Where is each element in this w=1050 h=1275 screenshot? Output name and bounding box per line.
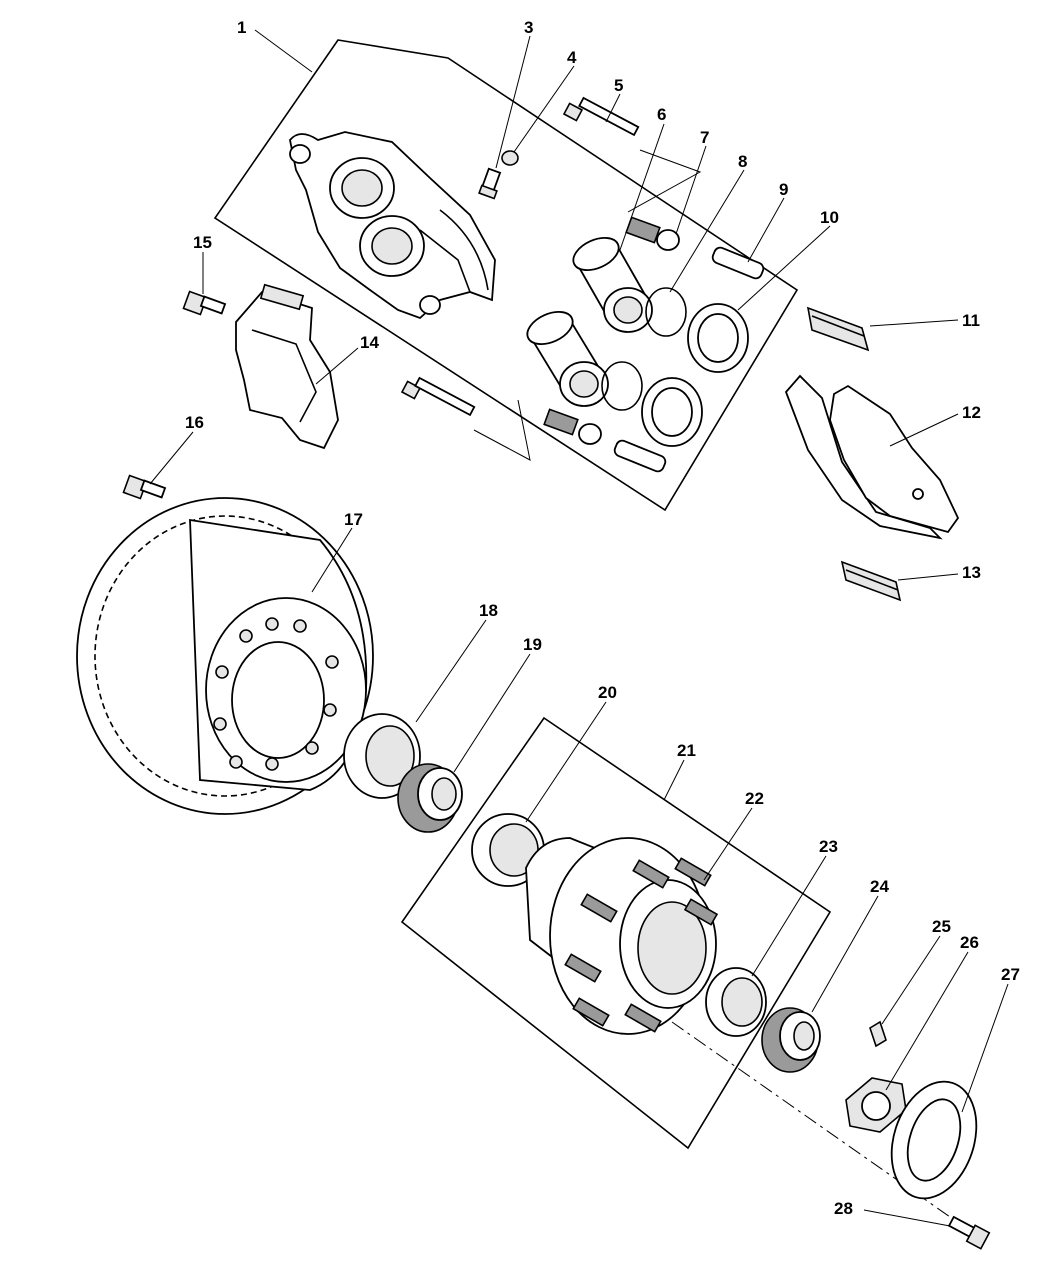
callout-leaders (149, 29, 1009, 1227)
callout-3: 3 (524, 18, 533, 37)
piston-boot-lower (641, 377, 703, 447)
callout-14: 14 (360, 333, 379, 352)
callout-28: 28 (834, 1199, 853, 1218)
callout-16: 16 (185, 413, 204, 432)
hub-grease-seal (343, 713, 421, 799)
callout-12: 12 (962, 403, 981, 422)
piston-upper (572, 237, 653, 333)
spindle-washer-key (869, 1020, 887, 1048)
callout-11: 11 (962, 311, 980, 330)
callout-22: 22 (745, 789, 764, 808)
rotor-bolt (122, 474, 167, 500)
piston-seal-lower (601, 361, 643, 411)
guide-pin-bolt-upper (562, 96, 640, 137)
spindle-nut (845, 1077, 907, 1133)
callout-26: 26 (960, 933, 979, 952)
caliper-anchor-bracket (235, 283, 339, 450)
piston-seal-upper (645, 287, 687, 337)
hub-kit-boundary (400, 716, 832, 1150)
wheel-hub (525, 837, 719, 1035)
callout-5: 5 (614, 76, 623, 95)
outer-bearing-race (705, 967, 767, 1037)
callout-25: 25 (932, 917, 951, 936)
bleeder-cap (501, 150, 519, 166)
guide-pin-sleeve-upper (711, 246, 765, 280)
callout-20: 20 (598, 683, 617, 702)
outer-bearing-cone (761, 1007, 821, 1073)
anti-rattle-clip-upper (806, 306, 870, 352)
piston-boot-upper (687, 303, 749, 373)
callout-18: 18 (479, 601, 498, 620)
callout-labels: 1 3 4 5 6 7 8 9 10 11 12 13 14 15 16 17 … (185, 18, 1020, 1218)
callout-27: 27 (1001, 965, 1020, 984)
callout-10: 10 (820, 208, 839, 227)
callout-13: 13 (962, 563, 981, 582)
piston-lower (526, 311, 609, 407)
callout-8: 8 (738, 152, 747, 171)
callout-9: 9 (779, 180, 788, 199)
hub-wheel-studs (564, 857, 719, 1033)
callout-7: 7 (700, 128, 709, 147)
guide-pin-bolt-lower (400, 376, 476, 417)
callout-19: 19 (523, 635, 542, 654)
inner-bearing-cone (397, 763, 463, 833)
bushing-lower (543, 408, 602, 445)
rotor-stud-holes (213, 617, 339, 771)
callout-24: 24 (870, 877, 889, 896)
caliper-kit-boundary (213, 39, 799, 512)
callout-15: 15 (193, 233, 212, 252)
bushing-upper (625, 216, 680, 251)
callout-21: 21 (677, 741, 696, 760)
callout-23: 23 (819, 837, 838, 856)
callout-6: 6 (657, 105, 666, 124)
callout-1: 1 (237, 18, 246, 37)
brake-pad-set (784, 374, 960, 540)
brake-rotor (76, 497, 374, 815)
callout-17: 17 (344, 510, 363, 529)
bleeder-screw (478, 167, 502, 200)
hub-cap-bolt (947, 1215, 991, 1250)
anti-rattle-clip-lower (840, 560, 902, 602)
guide-pin-sleeve-lower (613, 439, 667, 473)
hub-axis-centerline (671, 1021, 961, 1225)
bracket-bolt (182, 290, 227, 316)
caliper-body (289, 131, 496, 320)
hub-cap-gasket (890, 1080, 978, 1200)
callout-4: 4 (567, 48, 577, 67)
